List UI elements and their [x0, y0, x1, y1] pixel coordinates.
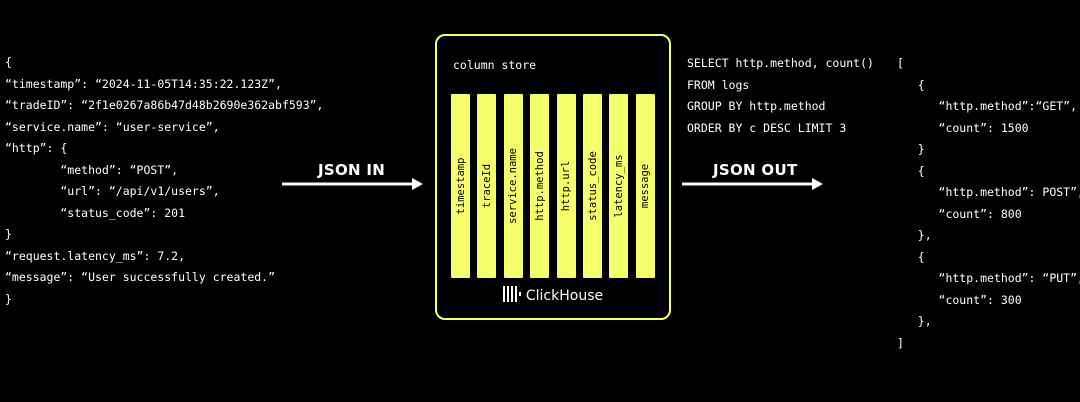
column-store-title: column store [453, 58, 537, 72]
json-in-line: } [5, 291, 12, 306]
json-out-label: JSON OUT [713, 161, 798, 179]
json-out-arrow-icon [682, 178, 823, 190]
column-label: http.url [560, 160, 573, 212]
json-out-line: { [897, 249, 925, 264]
json-in-line: “message”: “User successfully created.” [5, 270, 276, 284]
json-out-line: }, [897, 228, 932, 242]
column-label: message [639, 163, 652, 209]
json-in-line: “service.name”: “user-service”, [5, 119, 220, 134]
sql-line: ORDER BY c DESC LIMIT 3 [687, 120, 847, 135]
sql-line: GROUP BY http.method [687, 99, 826, 113]
json-out-line: “count”: 300 [897, 292, 1022, 307]
column-bar: message [635, 94, 655, 278]
json-in-arrow-icon [282, 178, 423, 190]
column-label: traceId [480, 163, 493, 209]
json-in-line: } [5, 227, 12, 241]
sql-line: SELECT http.method, count() [687, 56, 874, 70]
column-bar: http.url [556, 94, 576, 278]
json-in-line: “request.latency_ms”: 7.2, [5, 248, 186, 263]
brand-name: ClickHouse [525, 288, 604, 304]
column-label: timestamp [454, 157, 467, 215]
json-in-line: “timestamp”: “2024-11-05T14:35:22.123Z”, [5, 76, 282, 91]
json-out-line: “count”: 800 [897, 206, 1022, 221]
column-bar: timestamp [451, 94, 470, 278]
clickhouse-logo: ClickHouse [437, 286, 669, 304]
sql-line: FROM logs [687, 77, 750, 92]
json-out-line: } [897, 142, 925, 156]
json-out-line: }, [897, 314, 932, 328]
json-in-line: “tradeID”: “2f1e0267a86b47d48b2690e362ab… [5, 98, 324, 112]
json-input-block: { “timestamp”: “2024-11-05T14:35:22.123Z”… [5, 52, 324, 310]
column-label: http.method [533, 151, 546, 221]
column-label: service.name [507, 148, 520, 224]
json-in-line: “http”: { [5, 141, 68, 155]
json-in-line: “url”: “/api/v1/users”, [5, 184, 220, 198]
json-out-line: “http.method”: “PUT”, [897, 271, 1080, 285]
json-in-line: “status_code”: 201 [5, 205, 186, 220]
column-bar: http.method [530, 94, 550, 278]
json-in-label: JSON IN [318, 161, 386, 179]
json-out-line: [ [897, 56, 904, 70]
column-bar: status_code [583, 94, 602, 278]
json-out-line: “count”: 1500 [897, 120, 1029, 135]
json-out-line: { [897, 77, 925, 92]
clickhouse-bars-icon [502, 286, 521, 302]
column-label: status_code [586, 151, 599, 221]
column-label: latency_ms [612, 154, 625, 218]
column-bar: latency_ms [609, 94, 629, 278]
json-out-line: { [897, 163, 925, 178]
json-out-line: ] [897, 335, 904, 350]
json-out-line: “http.method”:“GET”, [897, 99, 1078, 113]
column-bar: traceId [477, 94, 497, 278]
json-in-line: { [5, 55, 12, 69]
json-in-line: “method”: “POST”, [5, 162, 179, 177]
json-out-line: “http.method”: POST”, [897, 185, 1080, 199]
column-bar: service.name [503, 94, 523, 278]
json-output-block: [ { “http.method”:“GET”, “count”: 1500 }… [897, 53, 1080, 354]
column-store-box: column store timestamp traceId service.nam… [435, 34, 671, 320]
